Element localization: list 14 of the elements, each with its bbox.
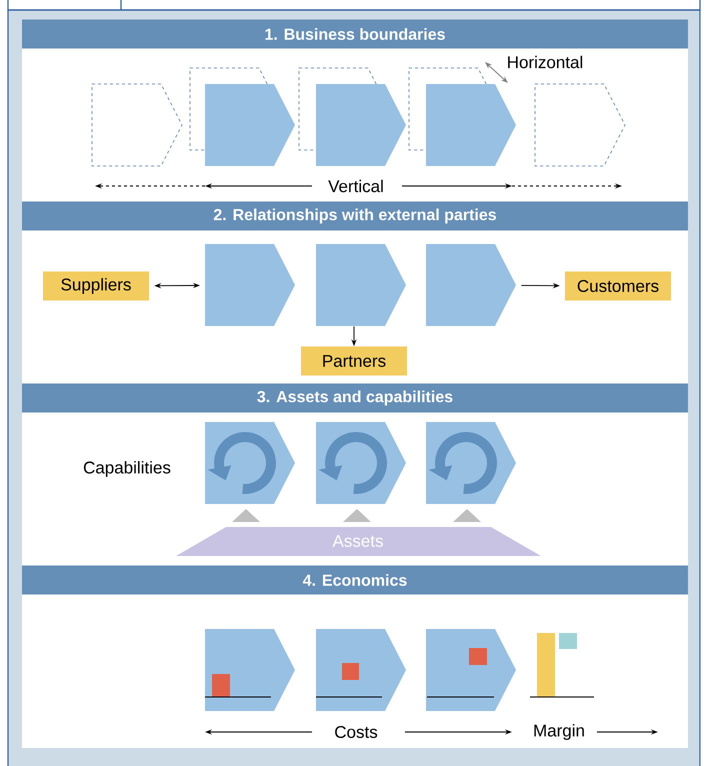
- chevron-shape: [205, 244, 295, 326]
- text-label: Costs: [335, 726, 378, 738]
- text-label: Margin: [534, 724, 584, 740]
- section-header: 2. Relationships with external parties: [22, 202, 688, 230]
- label-box: Partners: [301, 346, 407, 376]
- chevron-shape: [426, 244, 516, 326]
- text-label: Capabilities: [84, 461, 170, 477]
- label-box: Customers: [565, 272, 671, 300]
- section-header: 3. Assets and capabilities: [22, 384, 688, 412]
- section-header: 1. Business boundaries: [22, 20, 688, 48]
- section-header: 4. Economics: [22, 566, 688, 594]
- chevron-shape: [316, 244, 406, 326]
- trapezoid-band: Assets: [176, 527, 541, 556]
- label-box: Suppliers: [43, 272, 149, 300]
